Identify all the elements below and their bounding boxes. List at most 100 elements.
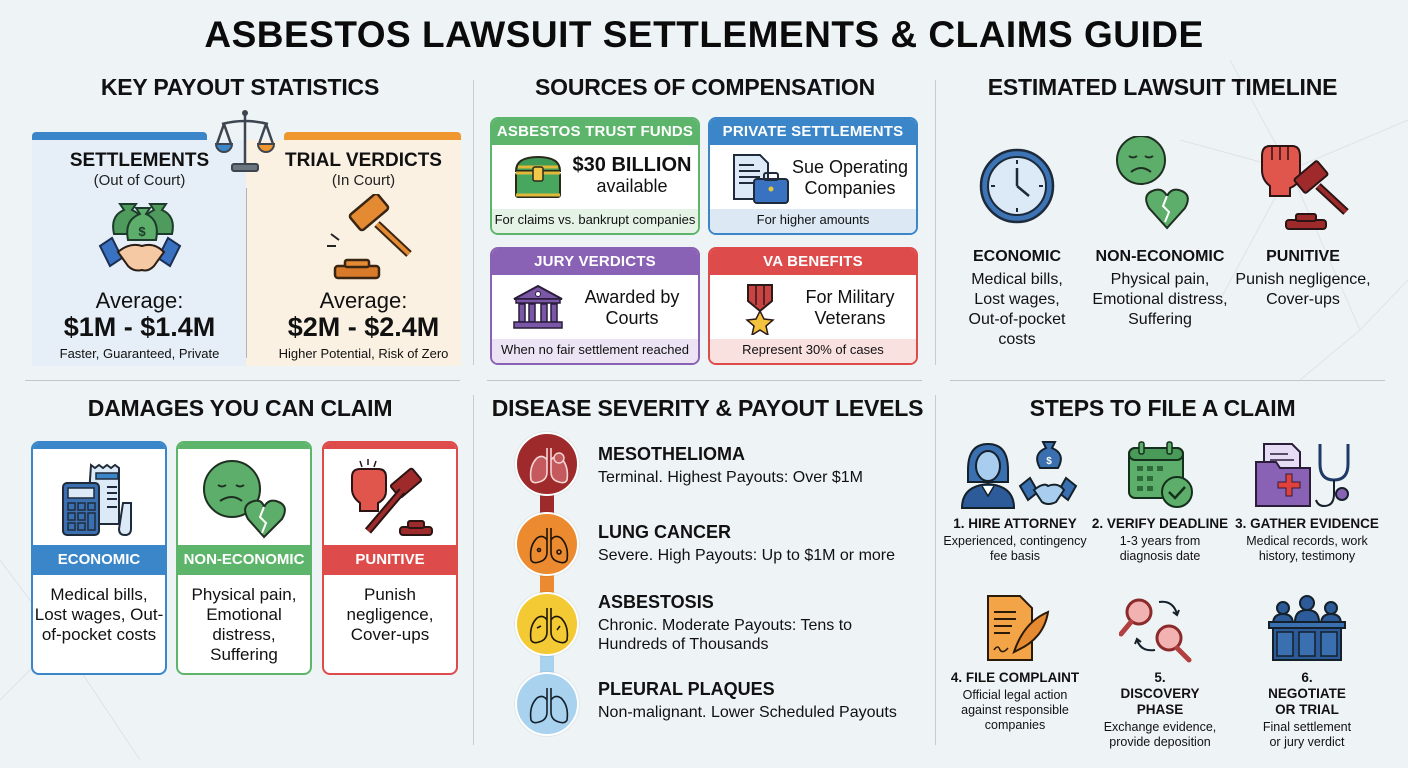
step-label: 4. FILE COMPLAINT xyxy=(950,670,1080,685)
damage-card-label: PUNITIVE xyxy=(324,545,456,575)
damage-card-punitive: PUNITIVE Punish negligence, Cover-ups xyxy=(322,441,458,675)
timeline-desc: Punish negligence, Cover-ups xyxy=(1235,271,1371,308)
source-card-footer: For higher amounts xyxy=(710,209,916,233)
disease-desc: Severe. High Payouts: Up to $1M or more xyxy=(598,547,896,564)
source-card-trust-funds: ASBESTOS TRUST FUNDS $30 BILLION availab… xyxy=(490,117,700,235)
timeline-label: NON-ECONOMIC xyxy=(1095,248,1225,265)
svg-text:$: $ xyxy=(1046,456,1052,467)
step-label: 5. DISCOVERY PHASE xyxy=(1120,670,1200,717)
source-card-highlight: $30 BILLION xyxy=(572,154,692,176)
source-card-header: ASBESTOS TRUST FUNDS xyxy=(492,119,698,145)
step-label: 2. VERIFY DEADLINE xyxy=(1091,516,1229,531)
courthouse-icon xyxy=(512,283,564,336)
step-negotiate-or-trial: 6. NEGOTIATE OR TRIAL Final settlement o… xyxy=(1232,594,1382,750)
damage-card-label: ECONOMIC xyxy=(33,545,165,575)
source-card-main: Awarded by Courts xyxy=(584,287,680,328)
page-title: ASBESTOS LAWSUIT SETTLEMENTS & CLAIMS GU… xyxy=(204,14,1204,55)
source-card-main: available xyxy=(596,176,668,196)
step-gather-evidence: 3. GATHER EVIDENCE Medical records, work… xyxy=(1232,440,1382,564)
severity-connector xyxy=(540,574,554,594)
step-hire-attorney: $ 1. HIRE ATTORNEY Experienced, continge… xyxy=(940,440,1090,564)
fist-gavel-icon xyxy=(324,449,456,545)
section-title-sources: SOURCES OF COMPENSATION xyxy=(535,74,875,100)
settlements-color-bar xyxy=(32,132,207,140)
source-card-header: PRIVATE SETTLEMENTS xyxy=(710,119,916,145)
timeline-item-punitive: PUNITIVE Punish negligence, Cover-ups xyxy=(1228,140,1378,310)
jury-panel-icon xyxy=(1232,594,1382,670)
verdicts-title: TRIAL VERDICTS xyxy=(285,150,442,171)
section-title-damages: DAMAGES YOU CAN CLAIM xyxy=(87,395,393,421)
verdicts-subtitle: (In Court) xyxy=(331,172,396,189)
damage-card-desc: Medical bills, Lost wages, Out-of-pocket… xyxy=(34,585,164,644)
medical-folder-stethoscope-icon xyxy=(1232,440,1382,516)
section-title-disease: DISEASE SEVERITY & PAYOUT LEVELS xyxy=(491,395,924,421)
lungs-damaged-icon xyxy=(515,512,579,576)
timeline-item-economic: ECONOMIC Medical bills, Lost wages, Out-… xyxy=(942,140,1092,350)
money-bags-handshake-icon: $ xyxy=(98,194,182,285)
disease-desc: Chronic. Moderate Payouts: Tens to Hundr… xyxy=(598,617,853,653)
step-file-complaint: 4. FILE COMPLAINT Official legal action … xyxy=(940,594,1090,733)
divider xyxy=(935,395,936,745)
step-desc: 1-3 years from diagnosis date xyxy=(1119,534,1201,563)
lungs-tumor-icon xyxy=(515,432,579,496)
military-medal-icon xyxy=(744,283,776,340)
damage-card-desc: Physical pain, Emotional distress, Suffe… xyxy=(191,585,297,664)
gavel-icon xyxy=(321,192,417,285)
timeline-item-non-economic: NON-ECONOMIC Physical pain, Emotional di… xyxy=(1085,136,1235,330)
source-card-footer: For claims vs. bankrupt companies xyxy=(492,209,698,233)
magnifiers-exchange-icon xyxy=(1085,594,1235,670)
verdicts-amount: $2M - $2.4M xyxy=(287,312,440,342)
source-card-header: VA BENEFITS xyxy=(710,249,916,275)
step-label: 1. HIRE ATTORNEY xyxy=(953,516,1077,531)
sad-face-broken-heart-icon xyxy=(178,449,310,545)
document-briefcase-icon xyxy=(730,153,790,210)
step-label: 6. NEGOTIATE OR TRIAL xyxy=(1268,670,1346,717)
step-desc: Official legal action against responsibl… xyxy=(961,688,1069,732)
lungs-fibers-icon xyxy=(515,592,579,656)
severity-connector xyxy=(540,494,554,514)
divider xyxy=(473,80,474,365)
step-verify-deadline: 2. VERIFY DEADLINE 1-3 years from diagno… xyxy=(1085,440,1235,564)
damage-card-label: NON-ECONOMIC xyxy=(178,545,310,575)
settlements-note: Faster, Guaranteed, Private xyxy=(59,346,220,361)
disease-name: MESOTHELIOMA xyxy=(598,444,745,464)
attorney-handshake-icon: $ xyxy=(940,440,1090,516)
lungs-icon xyxy=(515,672,579,736)
verdicts-note: Higher Potential, Risk of Zero xyxy=(278,346,449,361)
disease-desc: Non-malignant. Lower Scheduled Payouts xyxy=(598,704,897,721)
calendar-check-icon xyxy=(1085,440,1235,516)
disease-name: LUNG CANCER xyxy=(598,522,731,542)
source-card-main: Sue Operating Companies xyxy=(791,157,909,198)
settlements-amount: $1M - $1.4M xyxy=(63,312,216,342)
verdicts-color-bar xyxy=(284,132,461,140)
source-card-header: JURY VERDICTS xyxy=(492,249,698,275)
section-title-timeline: ESTIMATED LAWSUIT TIMELINE xyxy=(987,74,1338,100)
scales-of-justice-icon xyxy=(214,108,276,179)
timeline-desc: Physical pain, Emotional distress, Suffe… xyxy=(1092,271,1228,328)
calculator-receipt-icon xyxy=(33,449,165,545)
timeline-label: PUNITIVE xyxy=(1266,248,1340,265)
step-desc: Final settlement or jury verdict xyxy=(1262,720,1352,749)
disease-name: ASBESTOSIS xyxy=(598,592,714,612)
sad-face-broken-heart-icon xyxy=(1085,136,1235,236)
divider xyxy=(950,380,1385,381)
severity-connector xyxy=(540,654,554,674)
source-card-main: For Military Veterans xyxy=(805,287,895,328)
svg-text:$: $ xyxy=(138,224,146,239)
source-card-va-benefits: VA BENEFITS For Military Veterans Repres… xyxy=(708,247,918,365)
step-desc: Experienced, contingency fee basis xyxy=(943,534,1087,563)
source-card-footer: Represent 30% of cases xyxy=(710,339,916,363)
section-title-payout: KEY PAYOUT STATISTICS xyxy=(100,74,380,100)
divider xyxy=(473,395,474,745)
damage-card-economic: ECONOMIC Medical bills, Lost wages, Out-… xyxy=(31,441,167,675)
timeline-label: ECONOMIC xyxy=(973,248,1061,265)
disease-name: PLEURAL PLAQUES xyxy=(598,679,775,699)
clock-icon xyxy=(942,140,1092,236)
fist-gavel-icon xyxy=(1228,140,1378,236)
section-title-steps: STEPS TO FILE A CLAIM xyxy=(1029,395,1296,421)
settlements-subtitle: (Out of Court) xyxy=(93,172,186,189)
source-card-footer: When no fair settlement reached xyxy=(492,339,698,363)
settlements-average-label: Average: xyxy=(95,288,184,313)
source-card-private-settlements: PRIVATE SETTLEMENTS Sue Operating Compan… xyxy=(708,117,918,235)
disease-desc: Terminal. Highest Payouts: Over $1M xyxy=(598,469,863,486)
